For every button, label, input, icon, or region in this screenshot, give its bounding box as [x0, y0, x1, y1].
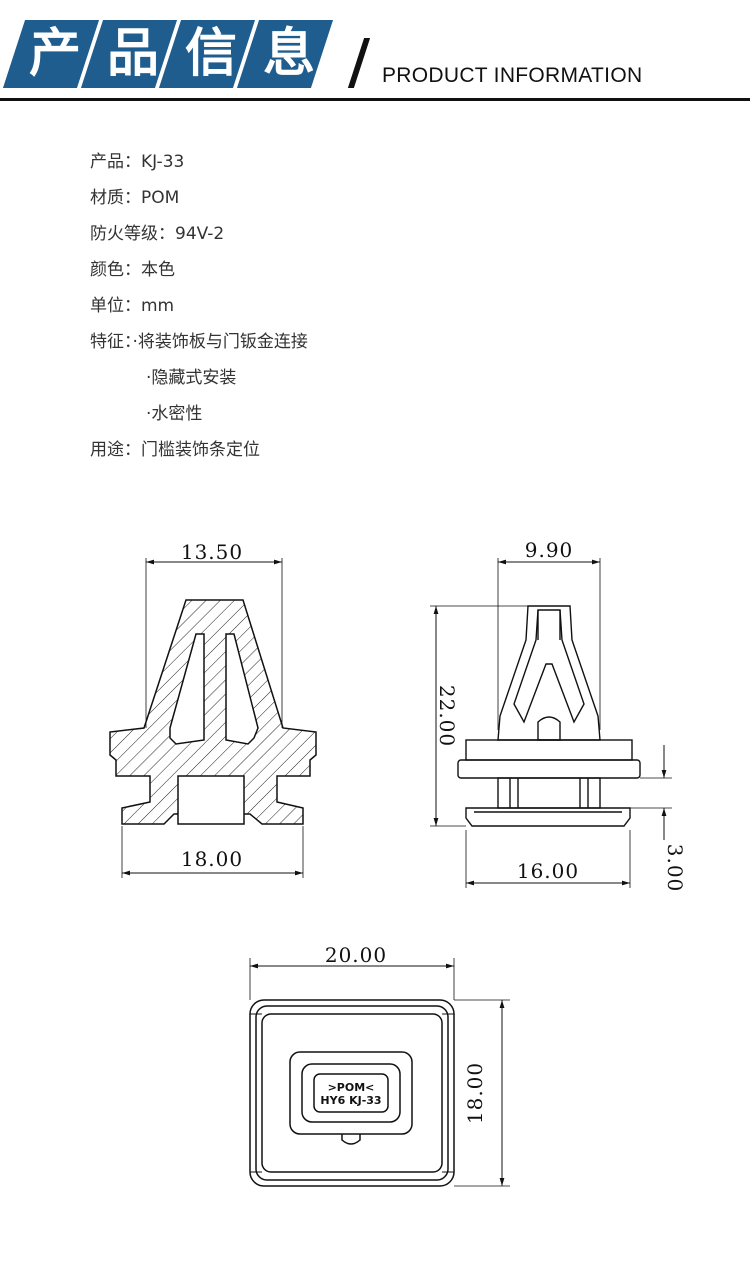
title-char-4: 息 — [262, 24, 315, 84]
top-width-label: 20.00 — [325, 943, 387, 967]
side-neck — [497, 777, 601, 809]
technical-drawing: 13.50 18.00 9.90 16.00 22.00 3.00 — [109, 538, 687, 1187]
title-char-2: 品 — [106, 24, 159, 84]
front-inner-cut-left — [169, 633, 205, 745]
top-outer-inner — [255, 1005, 449, 1181]
top-view — [249, 999, 455, 1187]
side-collar — [465, 739, 633, 761]
header-slash — [347, 38, 371, 88]
top-depth-label: 18.00 — [463, 1062, 487, 1124]
top-outer — [249, 999, 455, 1187]
spec-unit: 单位：mm — [90, 296, 175, 316]
marking-line-1: >POM< — [328, 1081, 375, 1094]
side-arms-outer — [497, 605, 601, 741]
side-top-width-label: 9.90 — [525, 538, 574, 562]
front-slot — [177, 775, 245, 825]
top-notch — [341, 1134, 361, 1145]
spec-color: 颜色：本色 — [90, 260, 175, 280]
side-center-tip — [537, 716, 561, 741]
header-rule — [0, 98, 750, 101]
top-marking-frame — [313, 1073, 389, 1113]
spec-product: 产品：KJ-33 — [90, 152, 185, 172]
side-arms-inner — [513, 609, 585, 724]
top-boss-outer — [289, 1051, 413, 1135]
side-dimensions — [430, 558, 672, 888]
side-height-label: 22.00 — [435, 685, 459, 747]
side-view — [457, 605, 641, 827]
front-top-width-label: 13.50 — [181, 540, 243, 564]
spec-feature-2: ·隐藏式安装 — [146, 368, 237, 388]
side-base — [465, 807, 631, 827]
front-section-view — [109, 558, 317, 878]
front-inner-cut-right — [225, 633, 259, 745]
header-subtitle: PRODUCT INFORMATION — [382, 64, 643, 87]
side-base-width-label: 16.00 — [517, 859, 579, 883]
side-flange-label: 3.00 — [663, 844, 687, 893]
title-char-3: 信 — [184, 24, 237, 84]
spec-material: 材质：POM — [90, 188, 180, 208]
spec-list: 产品：KJ-33 材质：POM 防火等级：94V-2 颜色：本色 单位：mm 特… — [90, 148, 308, 472]
top-boss-inner — [301, 1063, 401, 1123]
page-header: 产 品 信 息 PRODUCT INFORMATION — [0, 0, 750, 105]
title-char-1: 产 — [28, 24, 81, 84]
top-rim — [261, 1013, 443, 1173]
side-flange — [457, 759, 641, 779]
spec-usage: 用途：门槛装饰条定位 — [90, 440, 260, 460]
front-base-width-label: 18.00 — [181, 847, 243, 871]
spec-fire-rating: 防火等级：94V-2 — [90, 224, 225, 244]
spec-feature-1: 特征：·将装饰板与门钣金连接 — [90, 332, 308, 352]
marking-line-2: HY6 KJ-33 — [320, 1094, 381, 1107]
front-body — [109, 599, 317, 825]
top-rim-ticks — [250, 1013, 454, 1173]
spec-feature-3: ·水密性 — [146, 404, 203, 424]
top-dimensions — [249, 958, 510, 1187]
